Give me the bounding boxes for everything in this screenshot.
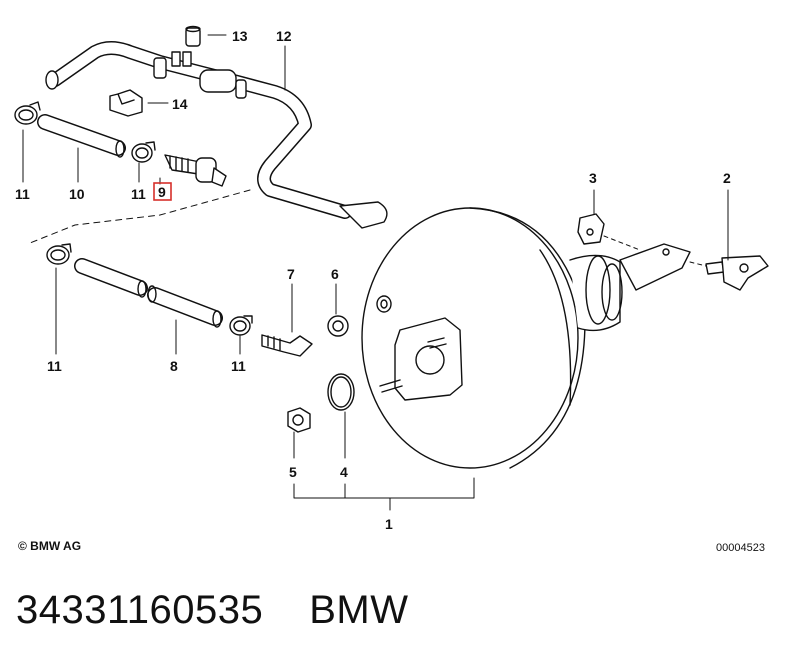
hose-10 [37, 114, 126, 158]
highlight-box-9 [153, 182, 172, 201]
grommet-6 [327, 315, 349, 337]
callout-11-upper-left: 11 [15, 186, 30, 202]
callout-13: 13 [232, 28, 248, 44]
sleeve-13 [185, 25, 201, 47]
nut-5 [287, 407, 311, 433]
callout-11-lower-left: 11 [47, 358, 62, 374]
footer-caption: 34331160535 BMW [16, 588, 409, 633]
clevis [619, 243, 691, 291]
callout-6: 6 [331, 266, 339, 282]
callout-3: 3 [589, 170, 597, 186]
callout-11-lower-right: 11 [231, 358, 246, 374]
callout-12: 12 [276, 28, 292, 44]
hose-clamp-11-upper-left [14, 101, 41, 125]
drawing-number: 00004523 [716, 542, 765, 554]
check-valve-9 [164, 154, 227, 187]
callout-1: 1 [385, 516, 393, 532]
elbow-connector-7 [261, 334, 313, 357]
hose-8-long [147, 285, 223, 328]
callout-2: 2 [723, 170, 731, 186]
bolt-bracket-2 [705, 255, 769, 291]
o-ring-4 [327, 373, 355, 411]
callout-8: 8 [170, 358, 178, 374]
callout-9: 9 [158, 184, 166, 200]
callout-11-upper-right: 11 [131, 186, 146, 202]
callout-14: 14 [172, 96, 188, 112]
hose-clamp-11-lower-left [46, 243, 72, 265]
callout-7: 7 [287, 266, 295, 282]
brake-booster-1 [361, 207, 623, 469]
vacuum-hose-12 [45, 41, 388, 229]
copyright-label: © BMW AG [18, 539, 82, 553]
callout-5: 5 [289, 464, 297, 480]
clip-14 [109, 89, 143, 117]
hose-clamp-11-lower-right [229, 315, 253, 336]
callout-4: 4 [340, 464, 348, 480]
brand-name: BMW [309, 588, 409, 632]
part-number: 34331160535 [16, 588, 264, 632]
leader-lines [22, 34, 729, 511]
hose-clamp-11-upper-right [131, 141, 156, 163]
hose-8-short [74, 258, 148, 298]
callout-10: 10 [69, 186, 85, 202]
clip-3 [577, 213, 605, 245]
